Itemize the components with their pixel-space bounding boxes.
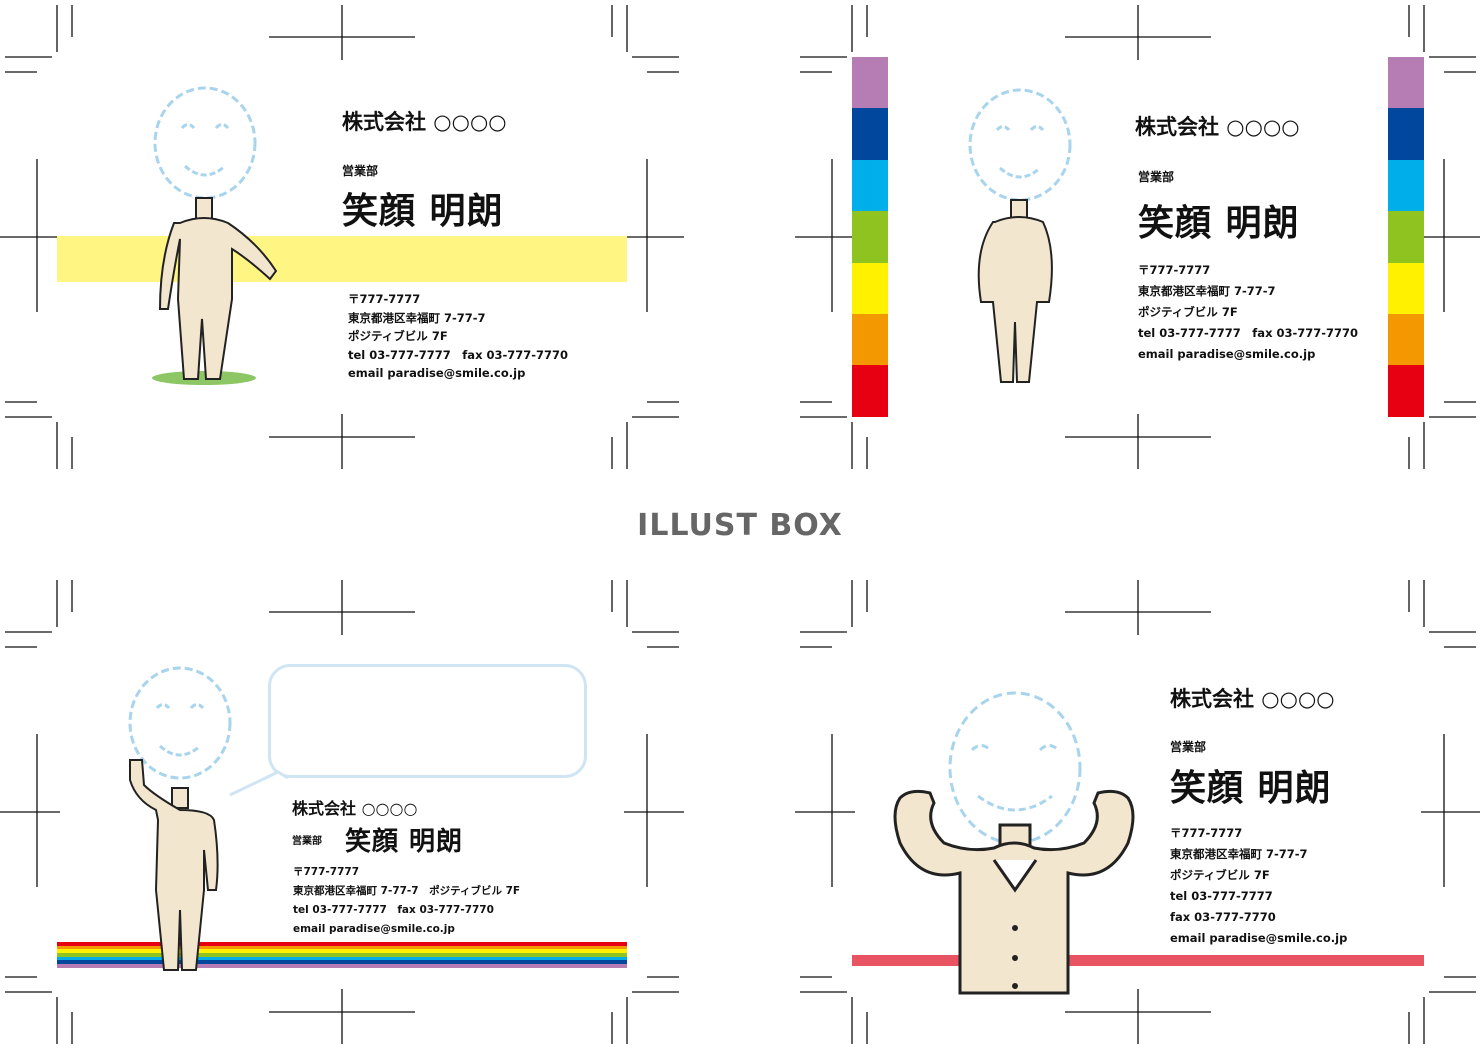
department: 営業部	[342, 164, 379, 178]
company-name: 株式会社 ○○○○	[342, 110, 507, 134]
address-line: 東京都港区幸福町 7-77-7	[1170, 847, 1308, 861]
postal-code: 〒777-7777	[1170, 826, 1243, 840]
email: email paradise@smile.co.jp	[1138, 347, 1316, 361]
postal-code: 〒777-7777	[348, 292, 421, 306]
phone-fax: tel 03-777-7777 fax 03-777-7770	[293, 904, 494, 916]
rainbow-segment	[1388, 262, 1424, 314]
red-band	[852, 955, 1424, 966]
businessman-illustration	[152, 86, 278, 385]
phone-fax: tel 03-777-7777 fax 03-777-7770	[348, 347, 569, 362]
address-line: 東京都港区幸福町 7-77-7	[348, 310, 486, 325]
person-name: 笑顔 明朗	[1138, 203, 1300, 244]
rainbow-segment	[1388, 159, 1424, 212]
cheering-businessman-illustration	[893, 691, 1135, 995]
rainbow-stripe	[57, 945, 627, 950]
rainbow-stripe	[57, 956, 627, 961]
rainbow-stripe	[57, 942, 627, 946]
watermark: ILLUST BOX	[637, 508, 843, 543]
department: 営業部	[1170, 740, 1207, 754]
address-block: 〒777-7777 東京都港区幸福町 7-77-7 ポジティブビル 7F tel…	[1138, 260, 1358, 365]
rainbow-segment	[1388, 108, 1424, 160]
building: ポジティブビル 7F	[1138, 305, 1238, 319]
person-name: 笑顔 明朗	[342, 191, 504, 232]
rainbow-segment	[1388, 57, 1424, 109]
rainbow-segment	[852, 108, 888, 160]
rainbow-segment	[1388, 365, 1424, 417]
rainbow-segment	[1388, 211, 1424, 263]
rainbow-segment	[852, 314, 888, 366]
rainbow-segment	[1388, 314, 1424, 366]
address-block: 〒777-7777 東京都港区幸福町 7-77-7 ポジティブビル 7F tel…	[293, 863, 520, 939]
company-name: 株式会社 ○○○○	[1135, 115, 1300, 139]
email: email paradise@smile.co.jp	[348, 366, 526, 381]
rainbow-stripe	[57, 960, 627, 965]
rainbow-stripes	[57, 942, 627, 968]
fax: fax 03-777-7770	[1170, 910, 1276, 924]
company-name: 株式会社 ○○○○	[292, 799, 418, 818]
yellow-band	[57, 236, 627, 282]
bowing-businessman-illustration	[968, 88, 1072, 383]
postal-code: 〒777-7777	[1138, 263, 1211, 277]
department: 営業部	[1138, 170, 1175, 184]
email: email paradise@smile.co.jp	[293, 923, 455, 935]
email: email paradise@smile.co.jp	[1170, 931, 1348, 945]
address-block: 〒777-7777 東京都港区幸福町 7-77-7 ポジティブビル 7F tel…	[1170, 823, 1347, 949]
rainbow-stripe	[57, 964, 627, 968]
address-line: 東京都港区幸福町 7-77-7	[1138, 284, 1276, 298]
speech-bubble	[268, 664, 587, 778]
rainbow-stripe	[57, 953, 627, 957]
rainbow-stripe	[57, 949, 627, 954]
waving-businessman-illustration	[128, 666, 232, 971]
rainbow-segment	[852, 159, 888, 212]
person-name: 笑顔 明朗	[1170, 768, 1332, 809]
department: 営業部	[292, 836, 322, 847]
address-line: 東京都港区幸福町 7-77-7 ポジティブビル 7F	[293, 885, 521, 897]
building: ポジティブビル 7F	[1170, 868, 1270, 882]
phone: tel 03-777-7777	[1170, 889, 1273, 903]
rainbow-segment	[852, 211, 888, 263]
person-name: 笑顔 明朗	[345, 827, 464, 857]
company-name: 株式会社 ○○○○	[1170, 687, 1335, 711]
phone-fax: tel 03-777-7777 fax 03-777-7770	[1138, 326, 1359, 340]
rainbow-segment	[852, 57, 888, 109]
postal-code: 〒777-7777	[293, 866, 359, 878]
building: ポジティブビル 7F	[348, 329, 448, 344]
rainbow-segment	[852, 365, 888, 417]
rainbow-segment	[852, 262, 888, 314]
address-block: 〒777-7777 東京都港区幸福町 7-77-7 ポジティブビル 7F tel…	[348, 290, 568, 383]
speech-bubble-tail	[229, 770, 289, 797]
